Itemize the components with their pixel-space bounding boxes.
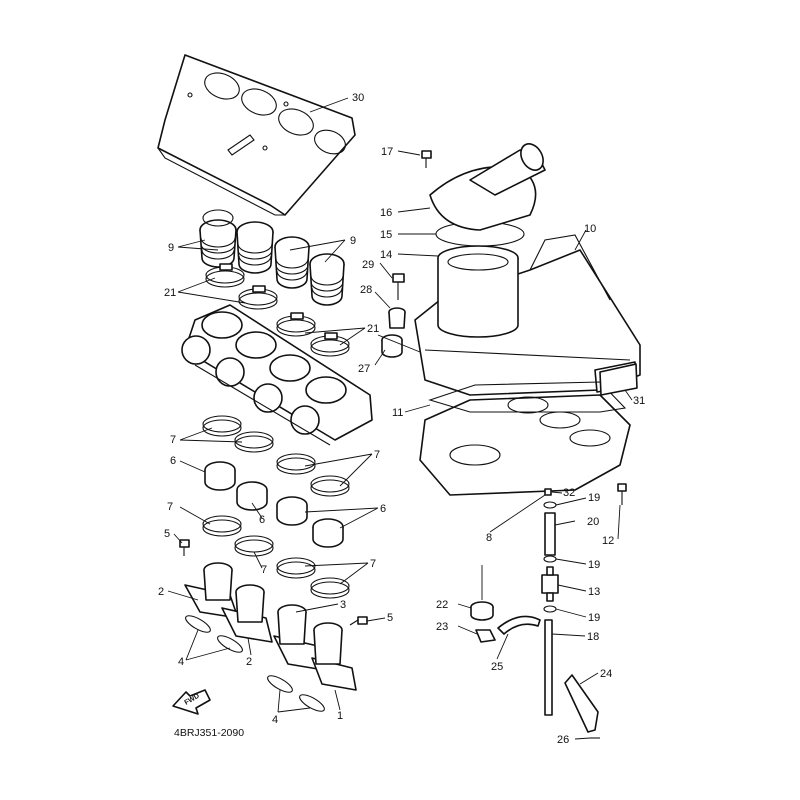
callout-13: 13 [588, 586, 600, 598]
callout-26: 26 [557, 734, 569, 746]
callout-8: 8 [486, 532, 492, 544]
part-25-hose [497, 615, 541, 635]
callout-6a: 6 [170, 455, 176, 467]
part-22-grommet [470, 601, 494, 621]
callout-5a: 5 [164, 528, 170, 540]
part-13-separator [541, 566, 559, 602]
part-31-label [599, 363, 638, 396]
part-17-cover-screw [421, 150, 432, 168]
part-30-plate [157, 54, 356, 216]
callout-16: 16 [380, 207, 392, 219]
part-9-boots [199, 209, 345, 306]
part-1-3-intake-joints [184, 562, 357, 691]
fwd-arrow-icon: FWD [172, 689, 211, 715]
callout-21a: 21 [164, 287, 176, 299]
callout-15: 15 [380, 229, 392, 241]
callout-19b: 19 [588, 559, 600, 571]
part-12-screw [617, 483, 627, 505]
callout-4a: 4 [178, 656, 184, 668]
callout-28: 28 [360, 284, 372, 296]
callout-20: 20 [587, 516, 599, 528]
callout-1: 1 [337, 710, 343, 722]
callout-18: 18 [587, 631, 599, 643]
part-32-clip [544, 488, 552, 496]
callout-19a: 19 [588, 492, 600, 504]
callout-3: 3 [340, 599, 346, 611]
part-23-elbow [475, 629, 496, 643]
part-7-clamps [202, 415, 350, 599]
callout-25: 25 [491, 661, 503, 673]
callout-7d: 7 [261, 564, 267, 576]
part-14-filter-element [437, 245, 519, 338]
callout-17: 17 [381, 146, 393, 158]
callout-21b: 21 [367, 323, 379, 335]
callout-12: 12 [602, 535, 614, 547]
part-5-screws [179, 539, 368, 626]
callout-24: 24 [600, 668, 612, 680]
callout-19c: 19 [588, 612, 600, 624]
drawing-code: 4BRJ351-2090 [174, 727, 244, 739]
part-24-hose [564, 674, 599, 733]
callout-7c: 7 [167, 501, 173, 513]
leader-lines [167, 97, 633, 740]
callout-2a: 2 [158, 586, 164, 598]
callout-22: 22 [436, 599, 448, 611]
carburetor-bank [181, 304, 373, 446]
callout-14: 14 [380, 249, 392, 261]
callout-9b: 9 [350, 235, 356, 247]
part-29-bolt [392, 273, 405, 300]
part-6-spacers [204, 461, 344, 548]
callout-32: 32 [563, 487, 575, 499]
part-18-hose [544, 619, 553, 716]
callout-29: 29 [362, 259, 374, 271]
callout-4b: 4 [272, 714, 278, 726]
callout-11: 11 [392, 407, 403, 419]
callout-6b: 6 [259, 514, 265, 526]
part-8-air-box-lower [419, 394, 631, 496]
callout-27: 27 [358, 363, 370, 375]
callout-7a: 7 [170, 434, 176, 446]
part-21-clamps [205, 263, 350, 357]
callout-31: 31 [633, 395, 645, 407]
callout-30: 30 [352, 92, 364, 104]
callout-9a: 9 [168, 242, 174, 254]
callout-23: 23 [436, 621, 448, 633]
callout-5b: 5 [387, 612, 393, 624]
part-20-hose [544, 512, 556, 556]
part-16-filter-cover [429, 143, 546, 231]
part-11-seal [428, 381, 627, 413]
callout-6c: 6 [380, 503, 386, 515]
callout-10: 10 [584, 223, 596, 235]
callout-7e: 7 [370, 558, 376, 570]
part-28-collar [388, 307, 406, 329]
callout-2b: 2 [246, 656, 252, 668]
callout-7b: 7 [374, 449, 380, 461]
callout-labels: 30 9 9 21 21 7 6 7 7 6 6 5 7 7 2 3 5 4 2… [158, 92, 645, 746]
